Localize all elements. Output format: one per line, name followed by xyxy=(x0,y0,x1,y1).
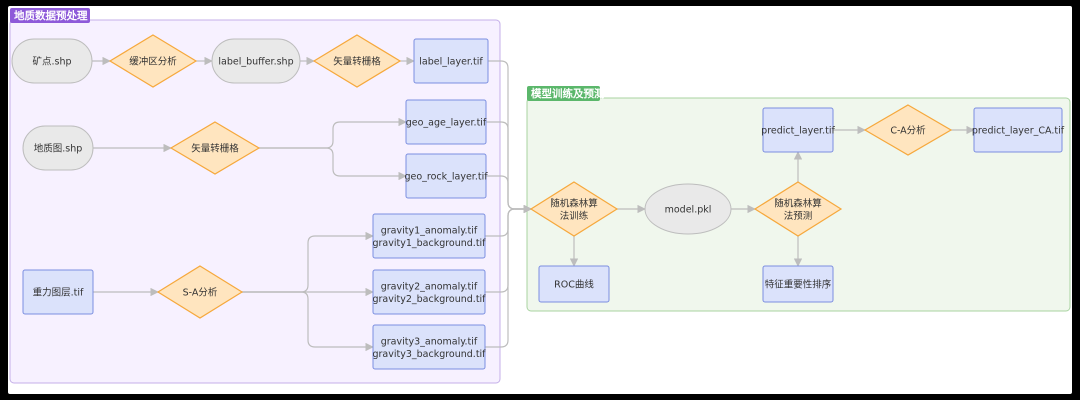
node-shape xyxy=(22,269,94,315)
node-shape xyxy=(372,269,486,315)
node-label: gravity1_anomaly.tif xyxy=(381,225,478,236)
node-label: 缓冲区分析 xyxy=(129,56,177,68)
node-shape xyxy=(169,121,261,175)
node-shape xyxy=(372,213,486,259)
node-label: S-A分析 xyxy=(183,287,218,299)
node-gravity1[interactable]: gravity1_anomaly.tif gravity1_background.… xyxy=(372,213,486,259)
node-gravity3[interactable]: gravity3_anomaly.tif gravity3_background.… xyxy=(372,324,486,370)
node-shape xyxy=(22,125,94,171)
node-label: gravity2_anomaly.tif xyxy=(381,281,478,292)
node-label: 矿点.shp xyxy=(32,56,71,68)
edge-geo_rock-to-rf_train xyxy=(486,175,532,214)
node-dizhitu[interactable]: 地质图.shp xyxy=(22,125,94,171)
node-label: 地质图.shp xyxy=(34,143,83,155)
node-predict-ca[interactable]: predict_layer_CA.tif xyxy=(972,107,1065,153)
node-shape xyxy=(538,265,610,303)
group-train-title-bg xyxy=(527,86,600,101)
node-geo-rock[interactable]: geo_rock_layer.tif xyxy=(404,153,488,199)
node-shape xyxy=(312,34,402,88)
node-shape xyxy=(405,153,487,199)
node-shape xyxy=(405,99,487,145)
node-zhongli[interactable]: 重力图层.tif xyxy=(22,269,94,315)
node-kuangdian[interactable]: 矿点.shp xyxy=(11,38,93,84)
node-label: geo_age_layer.tif xyxy=(406,118,487,129)
node-ca[interactable]: C-A分析 xyxy=(863,104,953,156)
node-raster1[interactable]: 矢量转栅格 xyxy=(312,34,402,88)
node-label: 随机森林算 xyxy=(774,197,822,209)
node-importance[interactable]: 特征重要性排序 xyxy=(762,265,834,303)
group-preprocess-title: 地质数据预处理 xyxy=(14,9,88,22)
node-roc[interactable]: ROC曲线 xyxy=(538,265,610,303)
node-predict-layer[interactable]: predict_layer.tif xyxy=(761,107,835,153)
node-label-buffer[interactable]: label_buffer.shp xyxy=(211,38,301,84)
node-shape xyxy=(973,107,1063,153)
node-label: geo_rock_layer.tif xyxy=(404,172,488,183)
node-shape xyxy=(753,181,843,237)
group-preprocess-title-bg xyxy=(10,8,90,23)
edge-sa-to-gravity3 xyxy=(242,291,374,352)
node-label: 特征重要性排序 xyxy=(765,279,832,291)
node-label: 矢量转栅格 xyxy=(191,143,239,155)
node-label: model.pkl xyxy=(665,205,712,216)
edge-gravity3-to-rf_train xyxy=(485,204,532,348)
node-sa[interactable]: S-A分析 xyxy=(156,265,244,319)
node-shape xyxy=(863,104,953,156)
node-label: ROC曲线 xyxy=(554,279,594,291)
node-model[interactable]: model.pkl xyxy=(644,183,732,235)
node-label: gravity3_anomaly.tif xyxy=(381,336,478,347)
node-label: predict_layer.tif xyxy=(761,126,835,137)
group-train-title: 模型训练及预测 xyxy=(531,87,605,100)
node-label: C-A分析 xyxy=(890,125,926,137)
node-gravity2[interactable]: gravity2_anomaly.tif gravity2_background.… xyxy=(372,269,486,315)
edge-raster2-to-geo_rock xyxy=(259,147,407,181)
node-label: 矢量转栅格 xyxy=(333,56,381,68)
node-label: 重力图层.tif xyxy=(33,287,84,299)
edge-raster2-to-geo_age xyxy=(259,117,407,149)
node-shape xyxy=(762,265,834,303)
node-shape xyxy=(762,107,834,153)
node-shape xyxy=(156,265,244,319)
node-label-line2: 法训练 xyxy=(560,210,589,222)
node-label-line2: gravity1_background.tif xyxy=(372,238,486,249)
diagram-canvas: 地质数据预处理模型训练及预测 矿点.shp 缓冲区分析 label_buffer.s… xyxy=(8,6,1072,394)
node-label: predict_layer_CA.tif xyxy=(972,126,1065,137)
node-shape xyxy=(529,181,619,237)
node-label-line2: 法预测 xyxy=(784,210,813,222)
node-raster2[interactable]: 矢量转栅格 xyxy=(169,121,261,175)
node-label: label_layer.tif xyxy=(419,57,483,68)
node-shape xyxy=(413,38,489,84)
node-shape xyxy=(11,38,93,84)
node-shape xyxy=(644,183,732,235)
node-label: label_buffer.shp xyxy=(218,57,293,68)
node-label-layer[interactable]: label_layer.tif xyxy=(413,38,489,84)
node-shape xyxy=(108,34,198,88)
node-label-line2: gravity2_background.tif xyxy=(372,294,486,305)
node-label: 随机森林算 xyxy=(550,197,598,209)
node-shape xyxy=(372,324,486,370)
node-buffer[interactable]: 缓冲区分析 xyxy=(108,34,198,88)
node-label-line2: gravity3_background.tif xyxy=(372,349,486,360)
node-shape xyxy=(211,38,301,84)
node-geo-age[interactable]: geo_age_layer.tif xyxy=(405,99,487,145)
